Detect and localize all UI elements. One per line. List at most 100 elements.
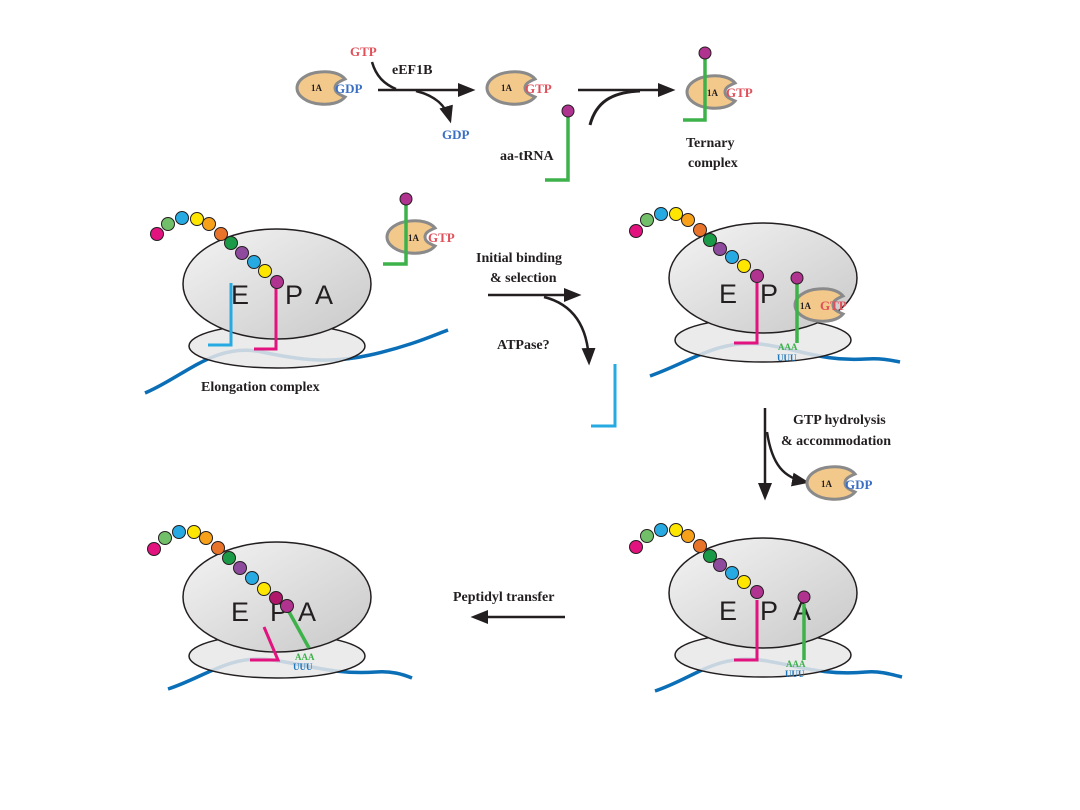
e-site-label: E (719, 596, 737, 626)
a-site-label: A (298, 597, 316, 627)
gdp-label: GDP (335, 81, 363, 96)
a-site-label: A (315, 280, 333, 310)
amino-acid-residue (725, 250, 739, 264)
amino-acid-residue (150, 227, 164, 241)
amino-acid-residue (725, 566, 739, 580)
ef1a-label: 1A (821, 479, 833, 489)
amino-acid-residue (713, 558, 727, 572)
e-site-trna (208, 283, 233, 347)
amino-acid-residue (175, 211, 189, 225)
ternary-complex-label-1: Ternary (686, 136, 734, 151)
gtp-bound-label: GTP (525, 81, 552, 96)
gtp-in-arrow (370, 61, 397, 91)
amino-acid-residue (199, 531, 213, 545)
amino-acid-residue (693, 539, 707, 553)
ef1a-label: 1A (311, 83, 323, 93)
peptide-chain (629, 523, 764, 599)
p-site-trna (286, 609, 311, 649)
initial-binding-label-2: & selection (490, 271, 557, 286)
amino-acid-residue (629, 224, 643, 238)
amino-acid-residue (681, 529, 695, 543)
ribosome-post-transfer: E P A AAA UUU (147, 525, 413, 691)
amino-acid-residue (258, 264, 272, 278)
amino-acid-residue (247, 255, 261, 269)
anticodon-label: AAA (778, 342, 798, 352)
amino-acid-residue (147, 542, 161, 556)
p-site-label: P (760, 279, 778, 309)
amino-acid-residue (257, 582, 271, 596)
aa-trna-label: aa-tRNA (500, 149, 555, 164)
initial-binding-label-1: Initial binding (476, 251, 562, 266)
amino-acid-residue (750, 585, 764, 599)
amino-acid-residue (280, 599, 294, 613)
p-site-label: P (760, 596, 778, 626)
trna-body (683, 58, 707, 122)
elongation-complex: E P A 1A GTP Elongation complex (144, 192, 455, 395)
gtp-bound-label: GTP (820, 298, 847, 313)
amino-acid-residue (640, 529, 654, 543)
gtp-bound-label: GTP (726, 85, 753, 100)
ribosome-accommodated: E P A AAA UUU (629, 523, 903, 693)
amino-acid-residue (693, 223, 707, 237)
p-site-label: P (285, 280, 303, 310)
p-site-trna (734, 600, 759, 662)
peptide-chain (629, 207, 764, 283)
amino-acid-residue (737, 259, 751, 273)
eef1b-label: eEF1B (392, 63, 432, 78)
ribosome-at-state: E P 1A GTP AAA UUU (629, 207, 901, 378)
anticodon-label: AAA (786, 659, 806, 669)
e-site-label: E (231, 597, 249, 627)
ternary-complex-label-2: complex (688, 156, 738, 171)
codon-label: UUU (293, 662, 313, 672)
ef1a-clamp (385, 219, 438, 255)
ef1a-label: 1A (707, 88, 719, 98)
amino-acid-residue (172, 525, 186, 539)
e-site-trna (250, 626, 281, 662)
codon-label: UUU (777, 353, 797, 363)
trna-body (545, 116, 570, 182)
amino-acid-residue (681, 213, 695, 227)
a-t-state-ternary-complex: 1A GTP (790, 271, 847, 343)
amino-acid-residue (233, 561, 247, 575)
gdp-released-label: GDP (442, 127, 470, 142)
ef1a-gtp-complex: 1A GTP (485, 70, 552, 106)
atpase-arrow (543, 295, 596, 366)
amino-acid-residue (669, 207, 683, 221)
released-ef1a-gdp: 1A GDP (805, 465, 873, 501)
released-e-site-trna (591, 364, 617, 428)
gtp-hydrolysis-label-1: GTP hydrolysis (793, 413, 886, 428)
ef1a-label: 1A (408, 233, 420, 243)
elongation-complex-label: Elongation complex (201, 380, 320, 395)
gtp-label: GTP (350, 44, 377, 59)
amino-acid-residue (703, 549, 717, 563)
ef1a-clamp (295, 70, 348, 106)
ternary-complex-formation: 1A GDP GTP eEF1B GDP 1A GTP aa-tRNA 1A (295, 44, 753, 182)
p-site-trna (734, 283, 759, 345)
amino-acid (698, 46, 712, 60)
atpase-label: ATPase? (497, 338, 550, 353)
gdp-label: GDP (845, 477, 873, 492)
amino-acid-residue (158, 531, 172, 545)
ef1a-clamp (485, 70, 538, 106)
amino-acid-residue (161, 217, 175, 231)
gtp-hydrolysis-label-2: & accommodation (781, 434, 891, 449)
amino-acid-residue (654, 207, 668, 221)
ef1a-clamp (685, 74, 738, 110)
amino-acid (797, 590, 811, 604)
amino-acid-residue (270, 275, 284, 289)
amino-acid-residue (187, 525, 201, 539)
amino-acid-residue (640, 213, 654, 227)
amino-acid-residue (222, 551, 236, 565)
peptidyl-transfer-step: Peptidyl transfer (453, 590, 565, 624)
a-site-label: A (793, 596, 811, 626)
amino-acid-residue (269, 591, 283, 605)
amino-acid-residue (654, 523, 668, 537)
p-site-trna (254, 285, 278, 351)
trna-body (383, 204, 408, 266)
aminoacyl-trna (545, 104, 575, 182)
gtp-bound-label: GTP (428, 230, 455, 245)
ef1a-label: 1A (800, 301, 812, 311)
amino-acid-residue (224, 236, 238, 250)
peptide-chain (147, 525, 294, 613)
